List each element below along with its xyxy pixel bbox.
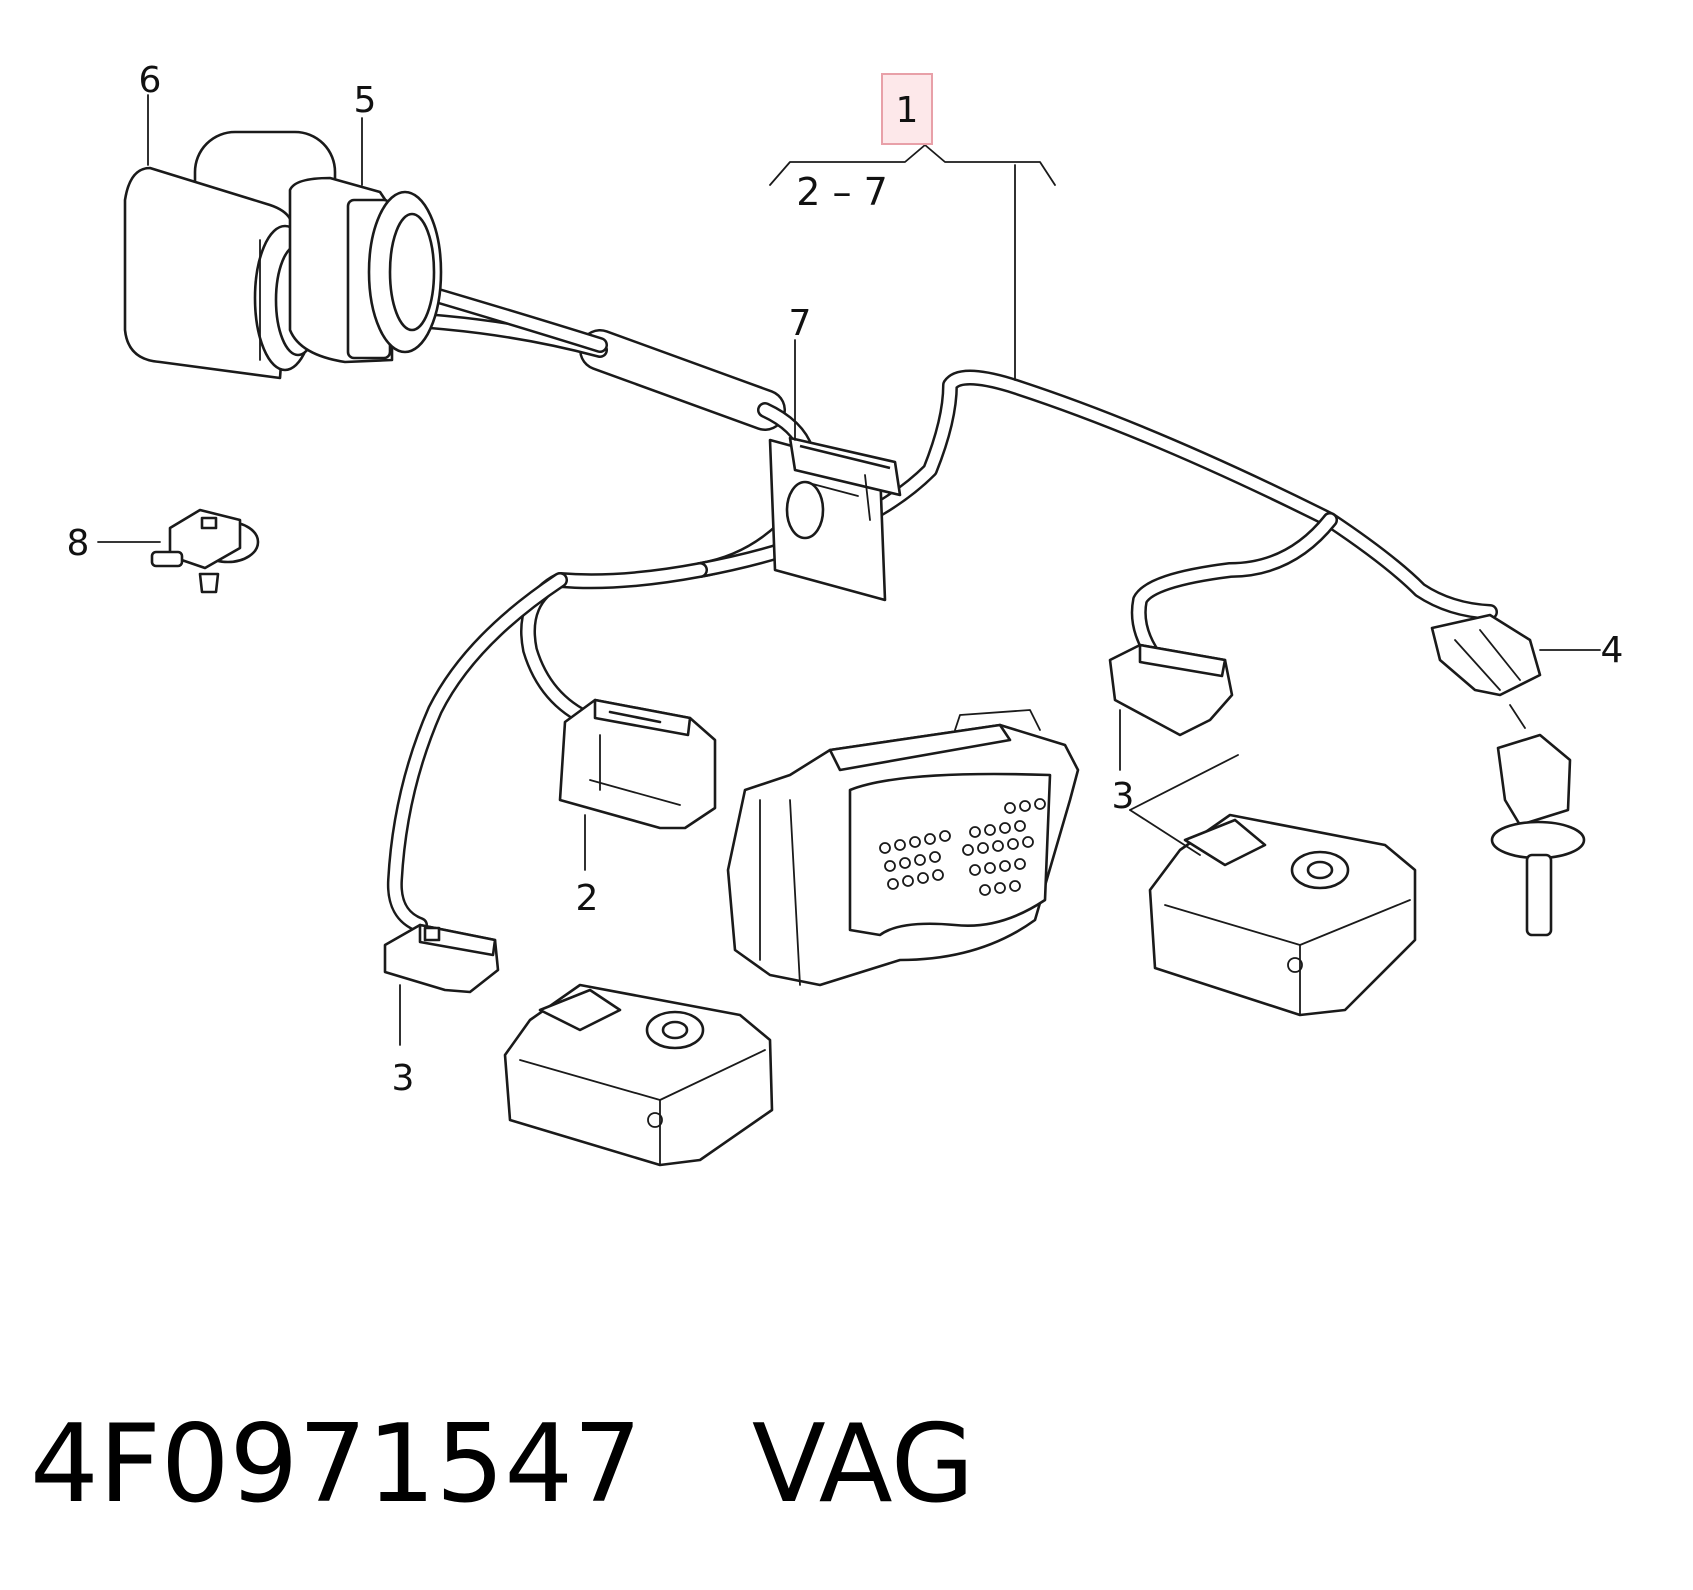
- module-pin-holes: [879, 798, 1046, 896]
- servo-motor-right: [1148, 813, 1417, 1017]
- callout-1: 1: [896, 90, 919, 131]
- brand-label: VAG: [751, 1402, 975, 1527]
- callout-5: 5: [354, 80, 377, 121]
- connector-8: [150, 508, 260, 594]
- part-number: 4F0971547: [30, 1402, 642, 1527]
- grommet-7: [768, 436, 902, 602]
- leader-lines: [97, 94, 1601, 1046]
- wiring-harness-diagram: 1 2 – 7 6 5 7 8 2 3 3 4: [67, 60, 1624, 1167]
- callout-2: 2: [576, 878, 599, 919]
- callout-6: 6: [139, 60, 162, 101]
- servo-motor-left: [503, 983, 774, 1167]
- connector-3-right: [1108, 643, 1234, 737]
- temperature-sensor: [1490, 733, 1586, 937]
- callout-4: 4: [1601, 630, 1624, 671]
- callout-3-left: 3: [392, 1058, 415, 1099]
- connector-3-left: [383, 923, 500, 994]
- connector-5: [288, 176, 443, 364]
- control-module: [726, 709, 1080, 987]
- callout-8: 8: [67, 523, 90, 564]
- range-label: 2 – 7: [796, 170, 888, 214]
- callout-7: 7: [789, 303, 812, 344]
- connector-2: [558, 698, 717, 830]
- wires: [307, 284, 1498, 933]
- callout-1-highlight: [881, 73, 933, 145]
- footer: 4F0971547 VAG: [30, 1395, 974, 1535]
- connector-4: [1430, 613, 1542, 697]
- callout-3-right: 3: [1112, 776, 1135, 817]
